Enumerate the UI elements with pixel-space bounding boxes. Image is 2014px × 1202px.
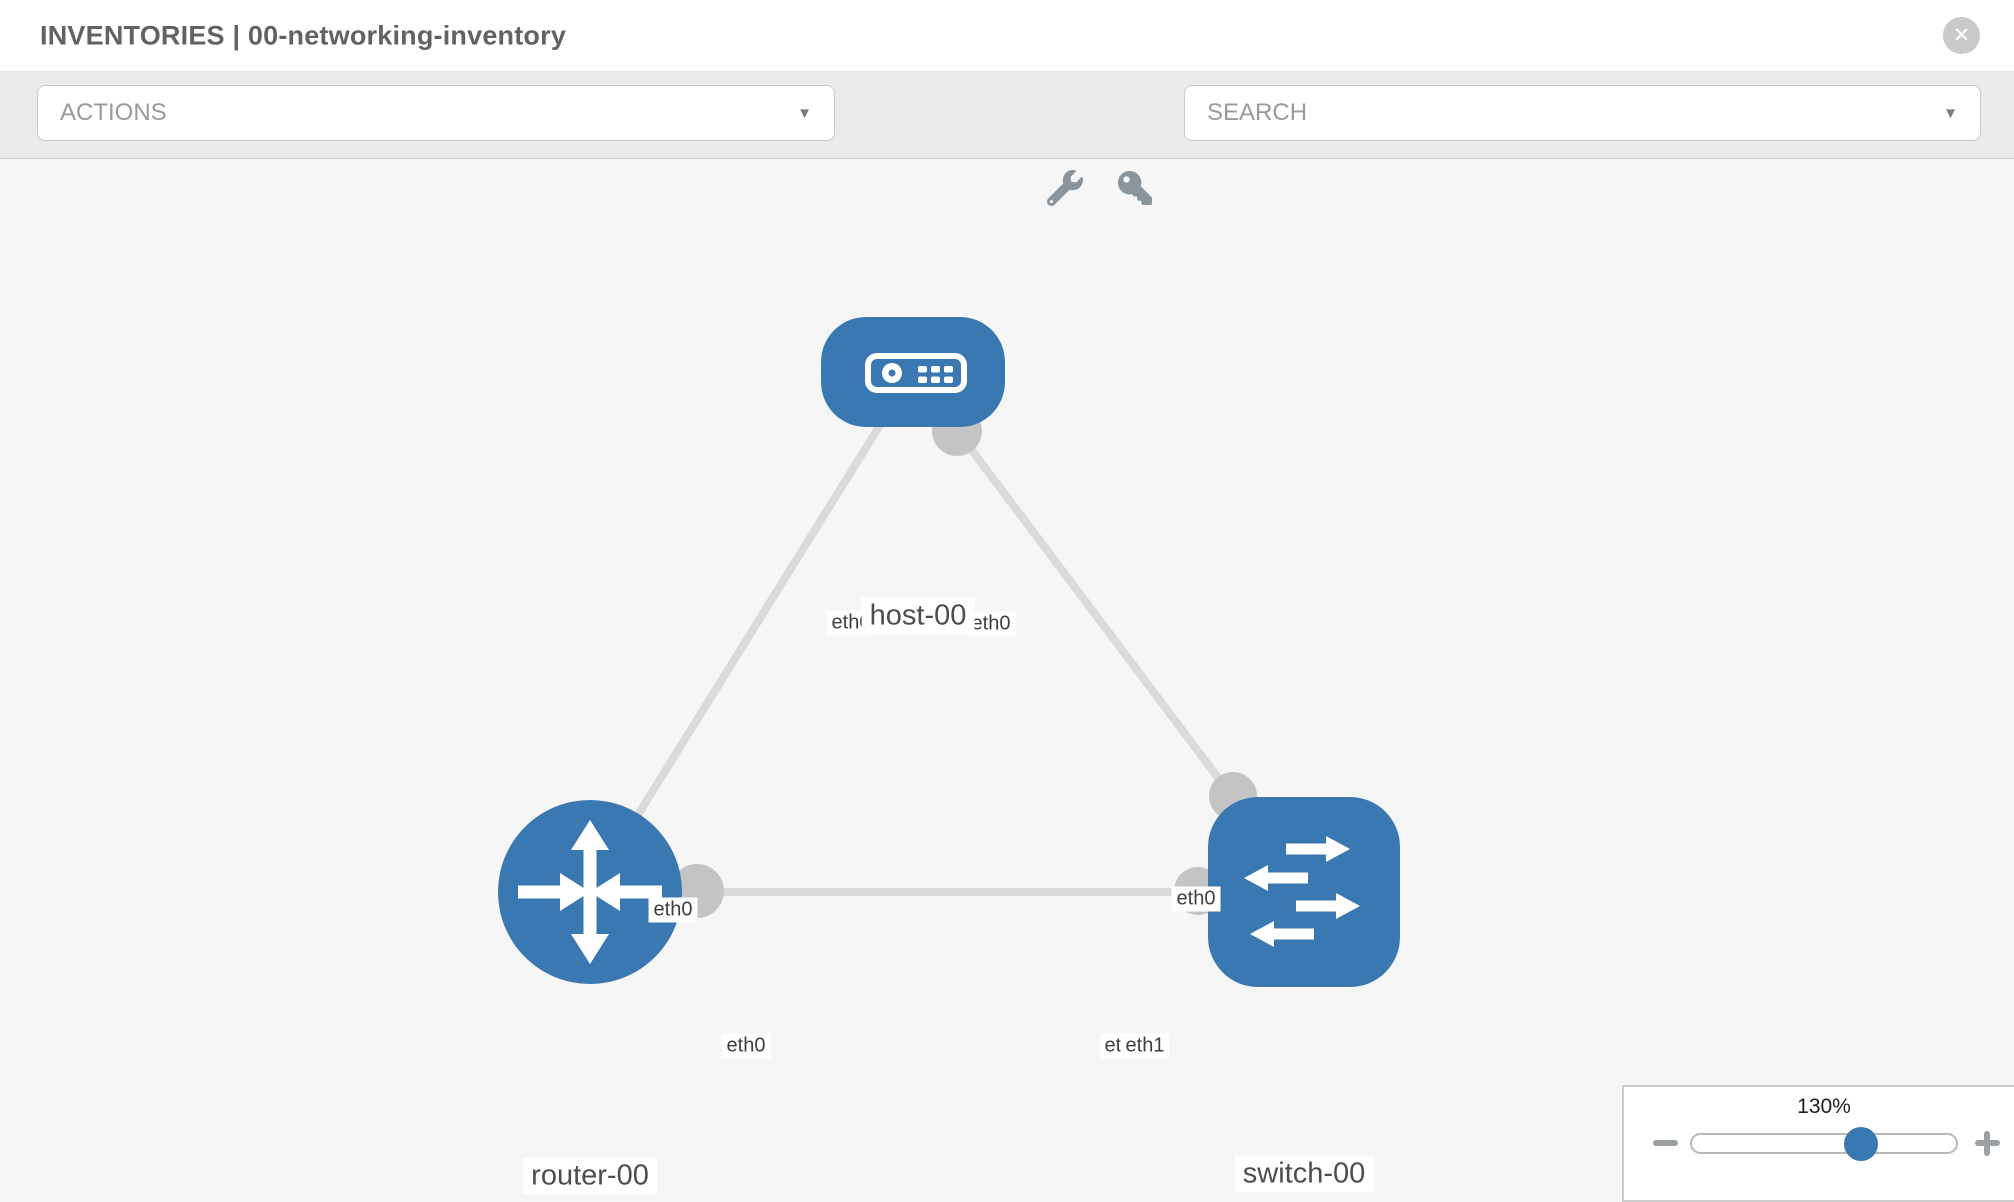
zoom-panel: 130% — [1622, 1085, 2014, 1202]
credentials-button[interactable] — [1111, 164, 1159, 212]
interface-label: eth0 — [966, 611, 1016, 637]
node-label-host: host-00 — [861, 597, 975, 635]
node-label-switch: switch-00 — [1234, 1155, 1374, 1193]
plus-icon — [1974, 1130, 2000, 1156]
zoom-out-button[interactable] — [1649, 1127, 1681, 1159]
interface-label: eth0 — [1171, 886, 1221, 912]
search-dropdown-label: SEARCH — [1207, 99, 1308, 126]
interface-label: eth0 — [721, 1033, 771, 1059]
search-dropdown[interactable]: SEARCH ▼ — [1184, 85, 1981, 141]
interface-label: eth1 — [1120, 1033, 1170, 1059]
router-icon — [518, 820, 662, 964]
panel-header: INVENTORIES | 00-networking-inventory ✕ — [0, 0, 2014, 72]
actions-dropdown[interactable]: ACTIONS ▼ — [37, 85, 835, 141]
minus-icon — [1652, 1140, 1678, 1146]
node-switch-00[interactable] — [1208, 797, 1400, 987]
zoom-slider[interactable] — [1690, 1127, 1958, 1161]
link-host-router[interactable] — [586, 369, 917, 895]
actions-dropdown-label: ACTIONS — [60, 99, 167, 126]
close-icon: ✕ — [1952, 24, 1971, 47]
key-icon — [1118, 171, 1152, 205]
chevron-down-icon: ▼ — [797, 104, 812, 122]
interface-label: eth0 — [648, 897, 698, 923]
zoom-slider-thumb[interactable] — [1843, 1127, 1878, 1161]
switch-icon — [1244, 836, 1360, 947]
chevron-down-icon: ▼ — [1943, 104, 1958, 122]
close-button[interactable]: ✕ — [1943, 17, 1980, 54]
node-host-00[interactable] — [821, 317, 1005, 427]
toolbar: ACTIONS ▼ SEARCH ▼ — [0, 72, 2014, 206]
zoom-in-button[interactable] — [1971, 1127, 2003, 1159]
node-router-00[interactable] — [498, 800, 682, 984]
page-title: INVENTORIES | 00-networking-inventory — [40, 20, 567, 50]
topology-svg — [498, 317, 1400, 987]
run-command-button[interactable] — [1041, 164, 1089, 212]
wrench-icon — [1047, 170, 1083, 206]
zoom-level-value: 130% — [1797, 1095, 1851, 1118]
node-label-router: router-00 — [523, 1157, 657, 1195]
topology-canvas[interactable]: eth0 eth0 eth0 eth0 eth0 eth0 eth1 host-… — [0, 160, 2014, 1200]
host-icon — [865, 353, 967, 393]
